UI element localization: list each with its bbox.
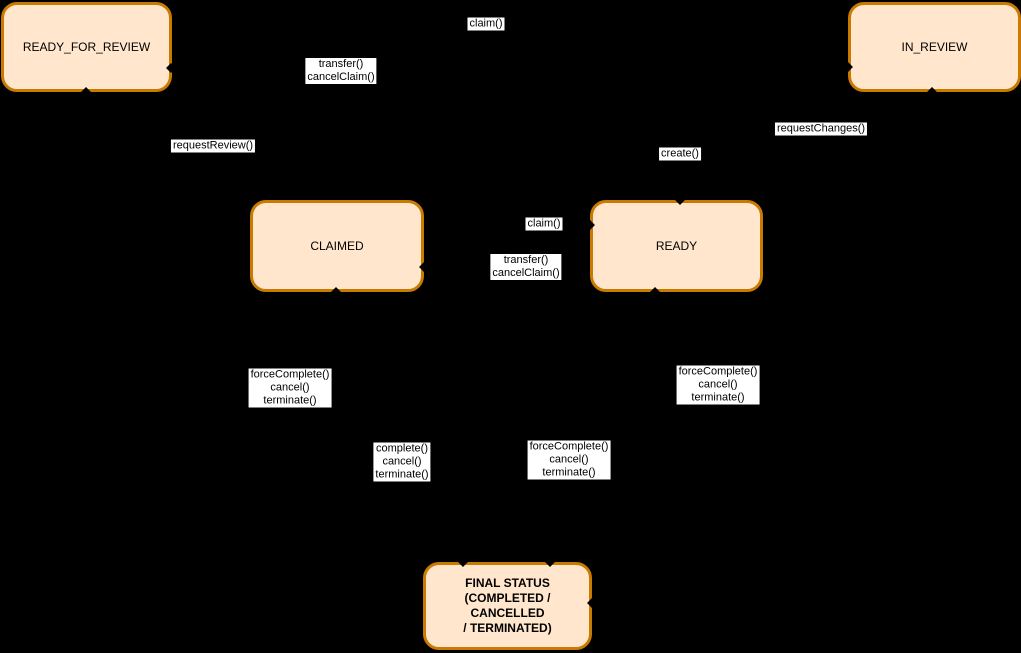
transition-label-request-changes: requestChanges() bbox=[774, 122, 868, 136]
transition-label-request-review: requestReview() bbox=[170, 139, 256, 153]
transition-label-transfer-cancelclaim-top: transfer() cancelClaim() bbox=[305, 58, 377, 84]
state-node-claimed: CLAIMED bbox=[250, 200, 424, 292]
state-node-in-review: IN_REVIEW bbox=[848, 2, 1021, 92]
state-node-final-status: FINAL STATUS (COMPLETED / CANCELLED / TE… bbox=[423, 562, 592, 650]
transition-label-forcecomplete-left: forceComplete() cancel() terminate() bbox=[248, 368, 332, 408]
transition-label-claim-top: claim() bbox=[467, 17, 505, 31]
transition-label-complete-mid: complete() cancel() terminate() bbox=[373, 442, 431, 482]
state-node-ready: READY bbox=[590, 200, 763, 292]
transition-label-forcecomplete-right: forceComplete() cancel() terminate() bbox=[676, 365, 760, 405]
transition-label-forcecomplete-mid: forceComplete() cancel() terminate() bbox=[527, 440, 611, 480]
transition-label-create: create() bbox=[659, 147, 701, 161]
transition-label-claim-mid: claim() bbox=[525, 217, 563, 231]
state-node-ready-for-review: READY_FOR_REVIEW bbox=[1, 2, 172, 92]
transition-label-transfer-cancelclaim-mid: transfer() cancelClaim() bbox=[490, 254, 562, 280]
